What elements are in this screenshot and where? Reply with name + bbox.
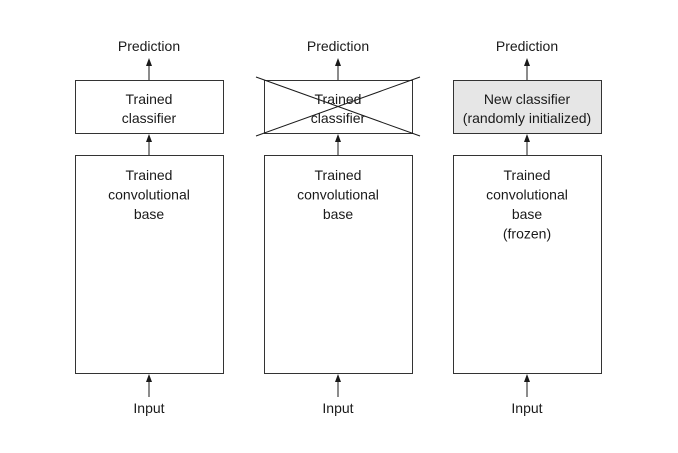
base-label-line: (frozen) (503, 226, 551, 242)
arrow-to-classifier (524, 134, 530, 155)
classifier-label-line: Trained (126, 91, 173, 107)
classifier-label-line: New classifier (484, 91, 571, 107)
prediction-label: Prediction (496, 38, 558, 54)
arrow-head (146, 134, 152, 142)
arrow-to-prediction (335, 58, 341, 80)
classifier-box (75, 80, 224, 134)
arrow-from-input (524, 374, 530, 397)
prediction-label: Prediction (307, 38, 369, 54)
input-label: Input (511, 400, 542, 416)
arrow-head (524, 58, 530, 66)
arrow-head (524, 134, 530, 142)
base-label-line: base (134, 206, 165, 222)
arrow-head (146, 374, 152, 382)
arrow-head (335, 58, 341, 66)
arrow-from-input (335, 374, 341, 397)
base-label-line: convolutional (486, 187, 568, 203)
arrow-head (335, 134, 341, 142)
classifier-label-line: (randomly initialized) (463, 110, 591, 126)
column-1: PredictionTrainedclassifierTrainedconvol… (75, 38, 224, 416)
arrow-to-prediction (146, 58, 152, 80)
base-label-line: Trained (504, 167, 551, 183)
cross-out-line (255, 76, 421, 137)
base-label-line: Trained (126, 167, 173, 183)
arrow-to-classifier (146, 134, 152, 155)
convolutional-base-box (453, 155, 602, 374)
input-label: Input (133, 400, 164, 416)
classifier-label-line: Trained (315, 91, 362, 107)
diagram-columns: PredictionTrainedclassifierTrainedconvol… (75, 38, 602, 416)
arrow-head (524, 374, 530, 382)
input-label: Input (322, 400, 353, 416)
convolutional-base-box (264, 155, 413, 374)
convolutional-base-box (75, 155, 224, 374)
base-label-line: base (512, 206, 543, 222)
arrow-to-classifier (335, 134, 341, 155)
arrow-from-input (146, 374, 152, 397)
classifier-label-line: classifier (311, 110, 366, 126)
base-label-line: Trained (315, 167, 362, 183)
column-2: PredictionTrainedclassifierTrainedconvol… (255, 38, 421, 416)
arrow-head (146, 58, 152, 66)
prediction-label: Prediction (118, 38, 180, 54)
classifier-box (453, 80, 602, 134)
classifier-label-line: classifier (122, 110, 177, 126)
arrow-head (335, 374, 341, 382)
arrow-to-prediction (524, 58, 530, 80)
base-label-line: convolutional (108, 187, 190, 203)
base-label-line: base (323, 206, 354, 222)
base-label-line: convolutional (297, 187, 379, 203)
